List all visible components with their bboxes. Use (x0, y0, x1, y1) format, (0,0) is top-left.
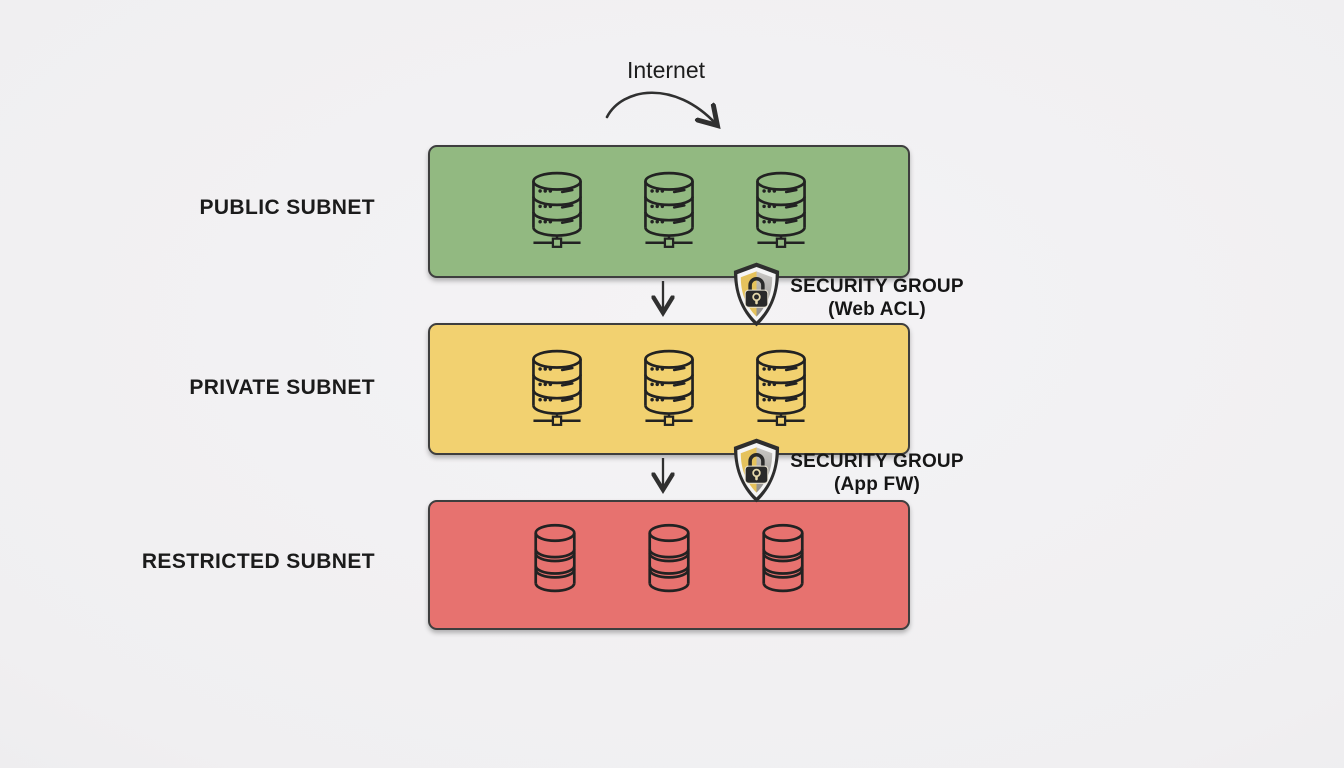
server-icon-row (524, 325, 814, 432)
internet-arrow (605, 91, 716, 124)
security-group-title: SECURITY GROUP (790, 451, 964, 472)
database-server-icon (636, 346, 702, 432)
subnet-box-private (428, 323, 910, 455)
subnet-label-public: PUBLIC SUBNET (199, 196, 375, 219)
database-server-icon (748, 168, 814, 254)
database-icon (528, 520, 582, 600)
security-group-subtitle: (Web ACL) (828, 298, 926, 320)
security-group-label-app-fw: SECURITY GROUP (App FW) (788, 451, 966, 496)
database-icon-row (528, 502, 810, 600)
subnet-label-restricted: RESTRICTED SUBNET (141, 550, 375, 573)
database-icon (756, 520, 810, 600)
database-server-icon (748, 346, 814, 432)
security-group-subtitle: (App FW) (833, 473, 920, 495)
server-icon-row (524, 147, 814, 254)
database-server-icon (636, 168, 702, 254)
security-group-title: SECURITY GROUP (790, 276, 964, 297)
database-server-icon (524, 168, 590, 254)
shield-lock-icon (733, 262, 780, 327)
security-group-label-web-acl: SECURITY GROUP (Web ACL) (788, 276, 966, 321)
subnet-label-private: PRIVATE SUBNET (189, 376, 375, 399)
internet-label: Internet (627, 57, 705, 83)
shield-lock-icon (733, 438, 780, 503)
database-server-icon (524, 346, 590, 432)
database-icon (642, 520, 696, 600)
subnet-box-public (428, 145, 910, 278)
subnet-box-restricted (428, 500, 910, 630)
